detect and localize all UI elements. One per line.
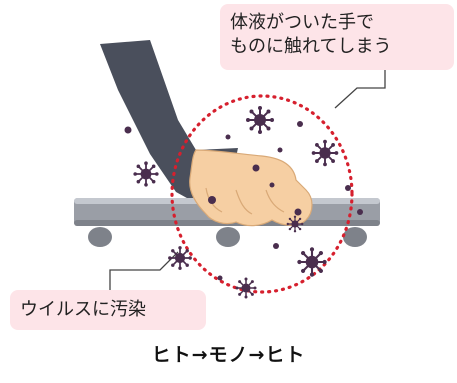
callout-top-line-1: 体液がついた手で bbox=[230, 12, 374, 33]
virus-icon bbox=[286, 215, 304, 233]
virus-icon bbox=[245, 105, 275, 135]
virus-icon bbox=[167, 245, 193, 271]
virus-icon bbox=[310, 138, 340, 168]
callout-touching-objects: 体液がついた手で ものに触れてしまう bbox=[220, 4, 454, 70]
callout-top-line-2: ものに触れてしまう bbox=[230, 36, 392, 57]
callout-bottom-text: ウイルスに汚染 bbox=[20, 299, 146, 320]
virus-icon bbox=[296, 246, 328, 278]
transmission-caption: ヒト→モノ→ヒト bbox=[151, 344, 306, 366]
callout-virus-contamination: ウイルスに汚染 bbox=[10, 290, 206, 330]
top-leader-line bbox=[334, 70, 386, 109]
virus-icon bbox=[234, 276, 258, 300]
virus-icon bbox=[132, 160, 160, 188]
contamination-circle bbox=[170, 94, 354, 294]
bottom-leader-line bbox=[109, 251, 179, 292]
virus-particles bbox=[124, 121, 363, 281]
hand-icon bbox=[189, 149, 313, 227]
